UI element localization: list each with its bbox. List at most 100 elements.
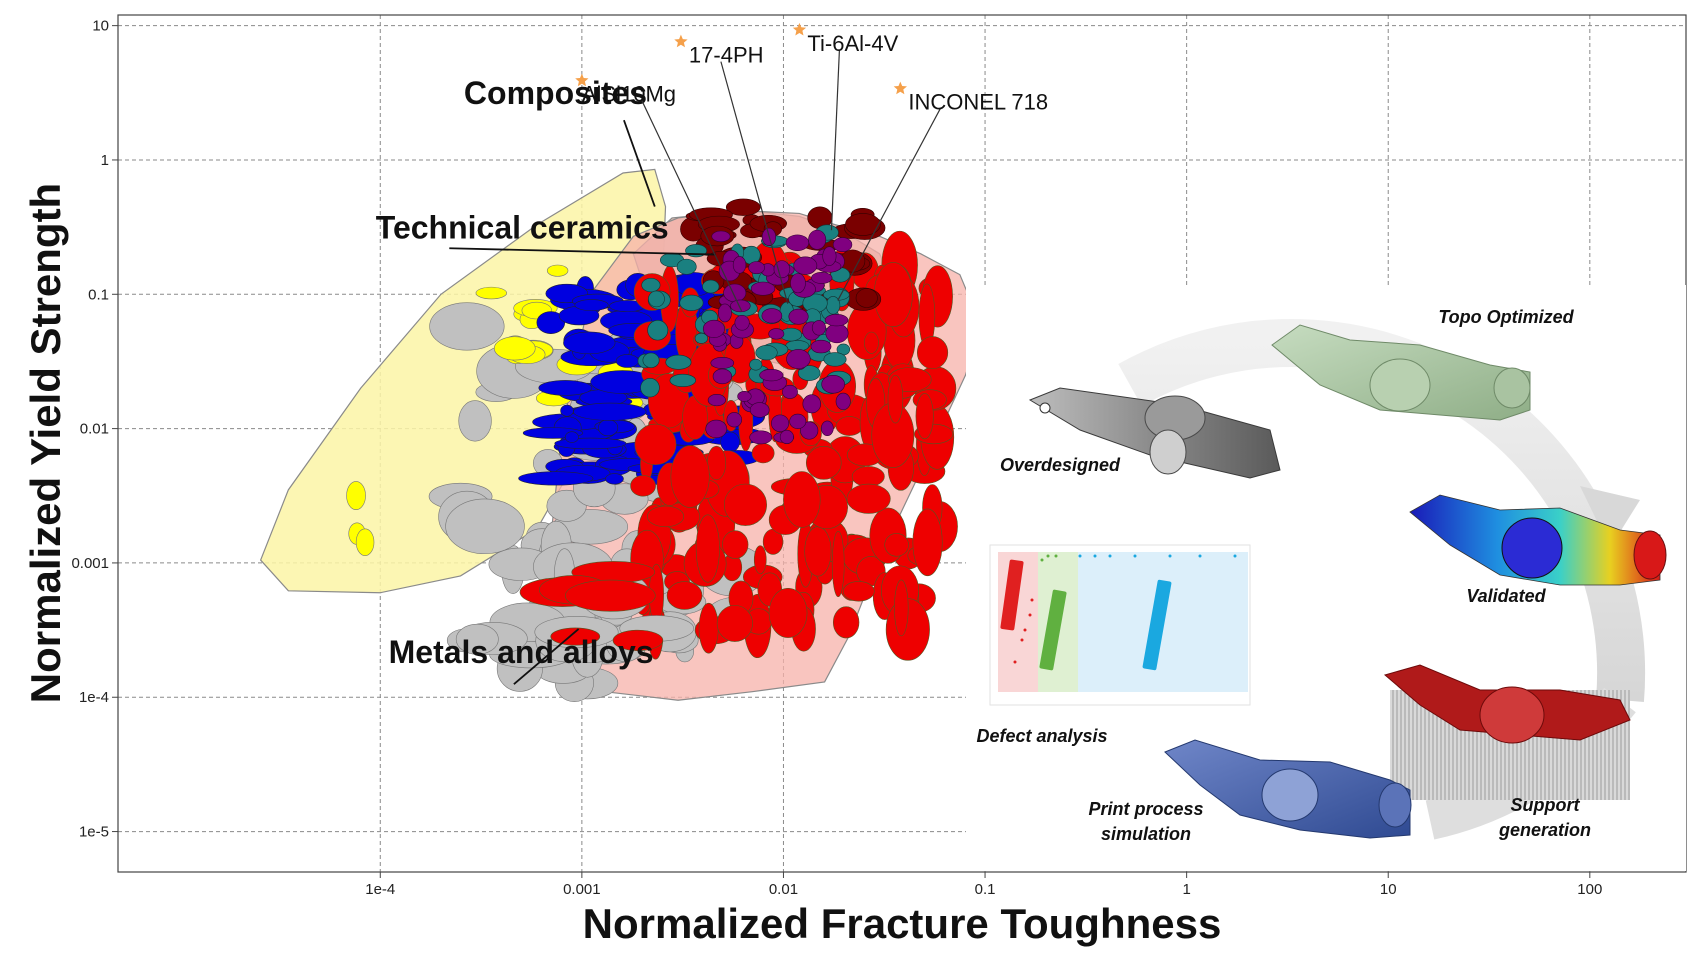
teal-material-bubble <box>755 345 778 361</box>
teal-material-bubble <box>640 378 660 398</box>
metal-alloy-bubble <box>646 505 685 528</box>
y-tick-label: 1e-4 <box>79 689 109 706</box>
teal-material-bubble <box>797 365 821 381</box>
metal-alloy-bubble <box>768 588 808 638</box>
blue-material-bubble <box>605 473 624 485</box>
purple-material-bubble <box>759 368 784 382</box>
purple-material-bubble <box>808 229 827 250</box>
purple-material-bubble <box>773 260 791 279</box>
metal-alloy-bubble <box>753 545 767 575</box>
ceramic-bubble <box>546 264 569 277</box>
teal-material-bubble <box>665 354 692 370</box>
blue-material-bubble <box>615 354 639 368</box>
workflow-step-label: Defect analysis <box>976 726 1107 746</box>
metal-alloy-bubble <box>832 606 860 639</box>
part-support-generation <box>1383 664 1631 800</box>
metal-alloy-bubble <box>716 605 753 642</box>
purple-material-bubble <box>786 349 811 369</box>
metal-alloy-bubble <box>835 416 864 436</box>
blue-material-bubble <box>563 331 616 355</box>
purple-material-bubble <box>707 394 726 407</box>
teal-material-bubble <box>694 332 708 344</box>
composite-bubble <box>855 288 878 308</box>
y-tick-label: 1e-5 <box>79 824 109 841</box>
family-leader-line <box>623 119 656 207</box>
alloy-leader-line <box>720 61 789 304</box>
metal-alloy-bubble <box>912 508 943 577</box>
material-bubbles <box>346 198 958 702</box>
ceramic-bubble <box>475 286 507 300</box>
part-validated <box>1409 494 1667 586</box>
ceramic-bubble <box>355 528 375 556</box>
alloy-leader-line <box>641 100 743 312</box>
x-tick-label: 0.1 <box>975 881 996 898</box>
x-axis-title: Normalized Fracture Toughness <box>583 900 1222 947</box>
purple-material-bubble <box>711 230 731 243</box>
metal-alloy-bubble <box>751 443 775 464</box>
metal-alloy-bubble <box>550 627 601 646</box>
x-tick-label: 0.01 <box>769 881 798 898</box>
metal-alloy-bubble <box>846 483 891 514</box>
purple-material-bubble <box>710 357 735 369</box>
y-tick-label: 1 <box>101 152 109 169</box>
teal-material-bubble <box>823 352 847 367</box>
purple-material-bubble <box>712 368 733 385</box>
part-overdesigned <box>1028 387 1281 479</box>
technical-ceramic-bubble <box>455 623 499 655</box>
metal-alloy-bubble <box>842 581 875 602</box>
purple-material-bubble <box>832 237 853 252</box>
purple-material-bubble <box>824 314 849 327</box>
alloy-star-icon <box>575 73 589 87</box>
purple-material-bubble <box>726 412 742 428</box>
purple-material-bubble <box>802 394 822 414</box>
blue-material-bubble <box>565 431 579 443</box>
purple-material-bubble <box>790 273 806 294</box>
purple-material-bubble <box>785 234 810 251</box>
teal-material-bubble <box>648 290 665 308</box>
y-axis-title: Normalized Yield Strength <box>22 183 69 703</box>
purple-material-bubble <box>771 414 790 433</box>
metal-alloy-bubble <box>851 466 885 487</box>
purple-material-bubble <box>737 390 752 402</box>
ceramic-bubble <box>346 481 366 511</box>
family-label: Metals and alloys <box>389 634 654 670</box>
alloy-star-icon <box>792 22 807 36</box>
metal-alloy-bubble <box>695 514 720 583</box>
y-tick-label: 0.01 <box>80 421 109 438</box>
alloy-star-icon <box>893 81 907 95</box>
purple-material-bubble <box>789 413 807 429</box>
alloy-label: 17-4PH <box>689 43 764 68</box>
purple-material-bubble <box>723 283 747 303</box>
metal-alloy-bubble <box>915 393 934 440</box>
purple-material-bubble <box>821 374 845 394</box>
purple-material-bubble <box>825 323 849 344</box>
teal-material-bubble <box>641 277 661 293</box>
workflow-panel: Topo OptimizedOverdesignedValidatedDefec… <box>966 285 1686 871</box>
metal-alloy-bubble <box>723 483 767 526</box>
alloy-label: Ti-6Al-4V <box>807 31 898 56</box>
blue-material-bubble <box>554 437 627 450</box>
alloy-label: INCONEL 718 <box>908 90 1048 115</box>
technical-ceramic-bubble <box>445 498 525 555</box>
purple-material-bubble <box>702 319 725 338</box>
purple-material-bubble <box>705 419 728 439</box>
family-leader-line <box>513 628 580 685</box>
teal-material-bubble <box>702 279 720 294</box>
y-tick-label: 0.001 <box>71 555 109 572</box>
teal-material-bubble <box>679 294 704 311</box>
metal-alloy-bubble <box>884 533 909 557</box>
purple-material-bubble <box>793 256 818 275</box>
alloy-leader-line <box>837 108 941 301</box>
purple-material-bubble <box>782 384 798 399</box>
purple-material-bubble <box>717 303 732 323</box>
teal-material-bubble <box>669 373 696 387</box>
purple-material-bubble <box>835 392 851 411</box>
